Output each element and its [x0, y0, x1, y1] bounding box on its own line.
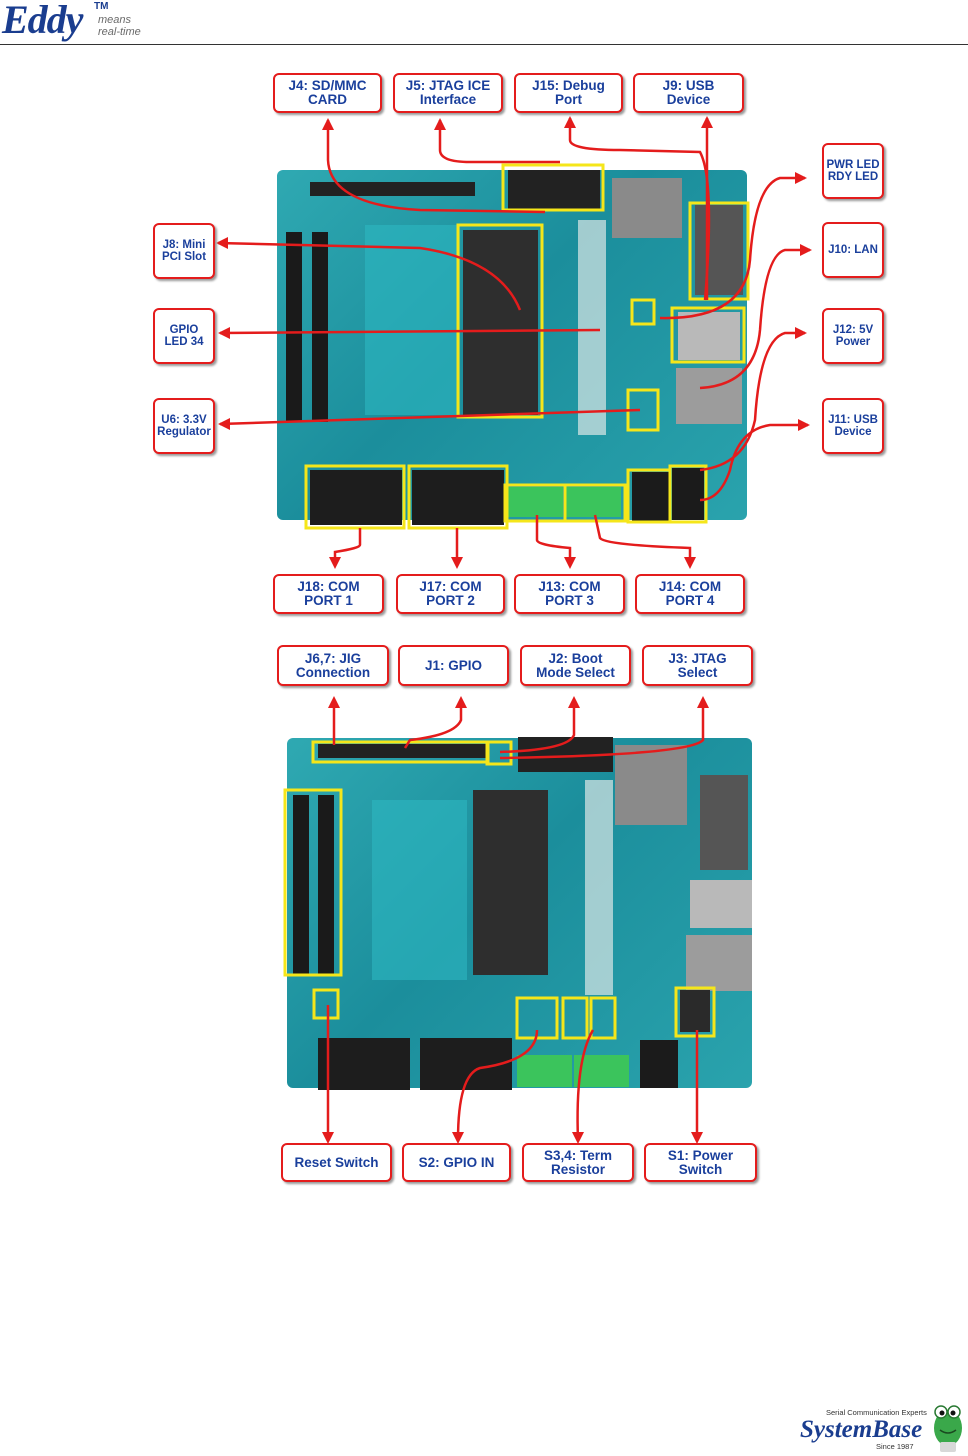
callout-j2-boot-mode: J2: Boot Mode Select: [520, 645, 631, 686]
footer-tagline: Serial Communication Experts: [826, 1408, 927, 1417]
callout-j11-usb-device: J11: USB Device: [822, 398, 884, 454]
callout-gpio-led: GPIO LED 34: [153, 308, 215, 364]
systembase-logo: Serial Communication Experts SystemBase …: [790, 1398, 965, 1456]
callout-j18-com1: J18: COM PORT 1: [273, 574, 384, 614]
logo-wordmark: Eddy: [2, 0, 83, 42]
callout-s2-gpio-in: S2: GPIO IN: [402, 1143, 511, 1182]
frog-mascot-icon: [934, 1405, 962, 1452]
callout-j5-jtag-ice: J5: JTAG ICE Interface: [393, 73, 503, 113]
callout-u6-regulator: U6: 3.3V Regulator: [153, 398, 215, 454]
callout-j13-com3: J13: COM PORT 3: [514, 574, 625, 614]
logo-tagline-realtime: real-time: [98, 26, 141, 38]
callout-pwr-rdy-led: PWR LED RDY LED: [822, 143, 884, 199]
callout-j15-debug-port: J15: Debug Port: [514, 73, 623, 113]
eddy-logo: Eddy TM means real-time: [2, 0, 152, 44]
logo-tagline-means: means: [98, 14, 132, 26]
callout-reset-switch: Reset Switch: [281, 1143, 392, 1182]
callout-s1-power-switch: S1: Power Switch: [644, 1143, 757, 1182]
logo-trademark: TM: [94, 1, 109, 12]
callout-j4-sd-mmc-card: J4: SD/MMC CARD: [273, 73, 382, 113]
callout-j12-5v-power: J12: 5V Power: [822, 308, 884, 364]
callout-j17-com2: J17: COM PORT 2: [396, 574, 505, 614]
callout-j14-com4: J14: COM PORT 4: [635, 574, 745, 614]
callout-j8-mini-pci: J8: Mini PCI Slot: [153, 223, 215, 279]
callout-j3-jtag-select: J3: JTAG Select: [642, 645, 753, 686]
callout-s34-term-resistor: S3,4: Term Resistor: [522, 1143, 634, 1182]
callout-j10-lan: J10: LAN: [822, 222, 884, 278]
callout-j67-jig-connection: J6,7: JIG Connection: [277, 645, 389, 686]
footer-brand: SystemBase: [800, 1416, 923, 1443]
callout-j9-usb-device: J9: USB Device: [633, 73, 744, 113]
callout-j1-gpio: J1: GPIO: [398, 645, 509, 686]
header-divider: [0, 44, 968, 45]
footer-since: Since 1987: [876, 1442, 914, 1451]
